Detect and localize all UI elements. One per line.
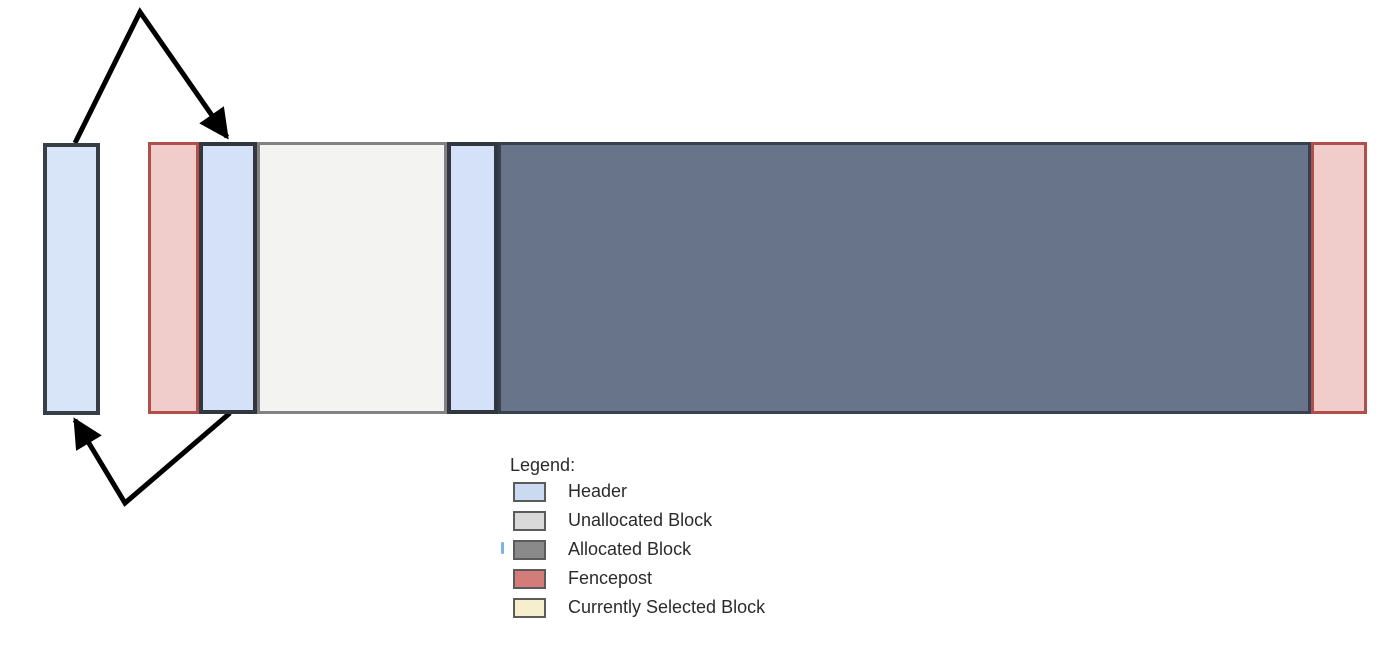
legend-item: Header [513, 481, 765, 502]
bar-block-header[interactable] [447, 142, 498, 414]
bar-block-header[interactable] [199, 142, 257, 414]
bar-block-unallocated[interactable] [257, 142, 447, 414]
bar-block-fencepost[interactable] [1311, 142, 1367, 414]
legend-label: Fencepost [568, 568, 653, 588]
header-zoom-bottom-arrow[interactable] [72, 411, 232, 507]
legend-label: Header [568, 481, 628, 501]
legend-label: Currently Selected Block [568, 597, 766, 617]
legend-item: Currently Selected Block [513, 597, 765, 618]
header-zoom-top-arrow[interactable] [72, 7, 230, 145]
text-cursor [501, 542, 504, 554]
legend-item: Allocated Block [513, 539, 765, 560]
heap-bar [148, 142, 1367, 414]
legend-swatch [513, 568, 546, 589]
legend-label: Unallocated Block [568, 510, 713, 530]
detached-header-block[interactable] [43, 143, 100, 415]
bar-block-fencepost[interactable] [148, 142, 199, 414]
legend-swatch [513, 597, 546, 618]
legend-swatch [513, 510, 546, 531]
legend-swatch [513, 539, 546, 560]
legend-item: Unallocated Block [513, 510, 765, 531]
bar-block-allocated[interactable] [498, 142, 1311, 414]
legend-item: Fencepost [513, 568, 765, 589]
legend-label: Allocated Block [568, 539, 692, 559]
legend-title: Legend: [510, 455, 576, 475]
legend-swatch [513, 481, 546, 502]
